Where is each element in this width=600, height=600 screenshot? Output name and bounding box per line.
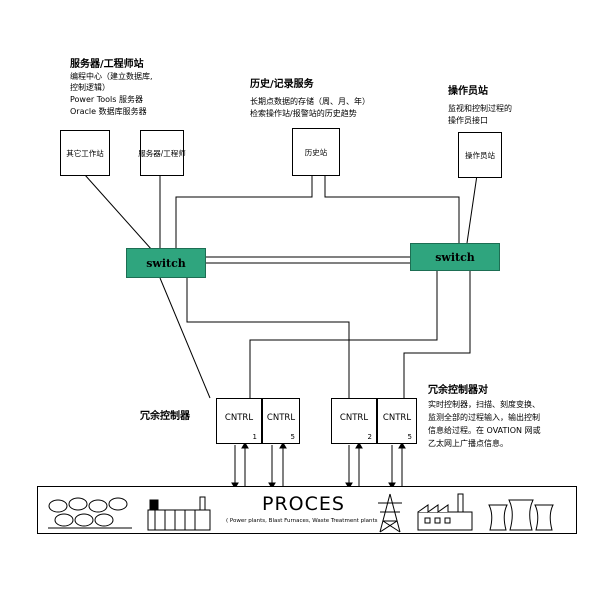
history-station-desc-1: 长期点数据的存储（周、月、年） [250, 97, 370, 106]
wire-operator-to-switch [466, 174, 478, 244]
wire-left-switch-to-cntrl1 [159, 277, 211, 399]
switch-right-label: switch [435, 250, 475, 264]
server-station-desc-2: 控制逻辑） [70, 83, 110, 92]
controller-2-name: CNTRL [266, 413, 296, 423]
controller-1-name: CNTRL [224, 413, 254, 423]
redundant-pair-title: 冗余控制器对 [428, 385, 488, 396]
switch-left-label: switch [146, 256, 186, 270]
other-workstation-box: 其它工作站 [60, 130, 110, 176]
redundant-pair-desc-3: 信息给过程。在 OVATION 网或 [428, 426, 541, 435]
operator-station-desc-2: 操作员接口 [448, 116, 488, 125]
other-workstation-label: 其它工作站 [66, 148, 104, 158]
process-subtitle: ( Power plants, Blast Furnaces, Waste Tr… [226, 518, 378, 524]
history-station-title: 历史/记录服务 [250, 79, 314, 90]
operator-station-label: 操作员站 [465, 150, 495, 160]
operator-station-desc-1: 监视和控制过程的 [448, 104, 512, 113]
controller-1-num: 1 [252, 433, 257, 441]
cooling-tower-icon [488, 499, 554, 531]
controller-2: CNTRL 5 [262, 398, 300, 444]
wire-history-to-right-switch [324, 175, 460, 243]
redundant-pair-desc-2: 监测全部的过程输入，输出控制 [428, 413, 540, 422]
wire-right-switch-to-cntrl4 [403, 271, 471, 398]
process-title: PROCES [262, 493, 345, 515]
controller-3-name: CNTRL [339, 413, 369, 423]
server-engineer-box: 服务器/工程师 [138, 130, 186, 176]
wire-left-switch-to-cntrl3 [186, 278, 350, 398]
switch-left: switch [126, 248, 206, 278]
switch-right: switch [410, 243, 500, 271]
pipes-icon [48, 497, 132, 529]
operator-station-title: 操作员站 [448, 86, 488, 97]
history-station-box: 历史站 [292, 128, 340, 176]
redundant-pair-desc-4: 乙太网上广播点信息。 [428, 439, 508, 448]
controller-4: CNTRL 5 [377, 398, 417, 444]
server-station-desc-4: Oracle 数据库服务器 [70, 107, 147, 116]
wire-right-switch-to-cntrl2 [249, 271, 438, 398]
server-station-title: 服务器/工程师站 [70, 59, 144, 70]
operator-station-box: 操作员站 [458, 132, 502, 178]
history-station-desc-2: 检索操作站/报警站的历史趋势 [250, 109, 357, 118]
server-station-desc-1: 编程中心（建立数据库, [70, 72, 153, 81]
blast-furnace-icon [147, 496, 211, 531]
controller-2-num: 5 [290, 433, 295, 441]
server-station-desc-3: Power Tools 服务器 [70, 95, 143, 104]
io-arrows [231, 442, 406, 489]
transmission-tower-icon [378, 493, 402, 533]
controller-3: CNTRL 2 [331, 398, 377, 444]
controller-3-num: 2 [367, 433, 372, 441]
factory-icon [417, 493, 473, 531]
controller-4-num: 5 [407, 433, 412, 441]
controller-4-name: CNTRL [382, 413, 412, 423]
controller-1: CNTRL 1 [216, 398, 262, 444]
redundant-controller-label: 冗余控制器 [140, 411, 190, 422]
wire-history-to-left-switch [175, 175, 313, 250]
server-engineer-label: 服务器/工程师 [138, 148, 186, 158]
redundant-pair-desc-1: 实时控制器，扫描、刻度变换、 [428, 400, 540, 409]
wire-other-to-switch [84, 174, 153, 251]
history-station-label: 历史站 [304, 147, 328, 157]
process-bar [37, 486, 577, 534]
